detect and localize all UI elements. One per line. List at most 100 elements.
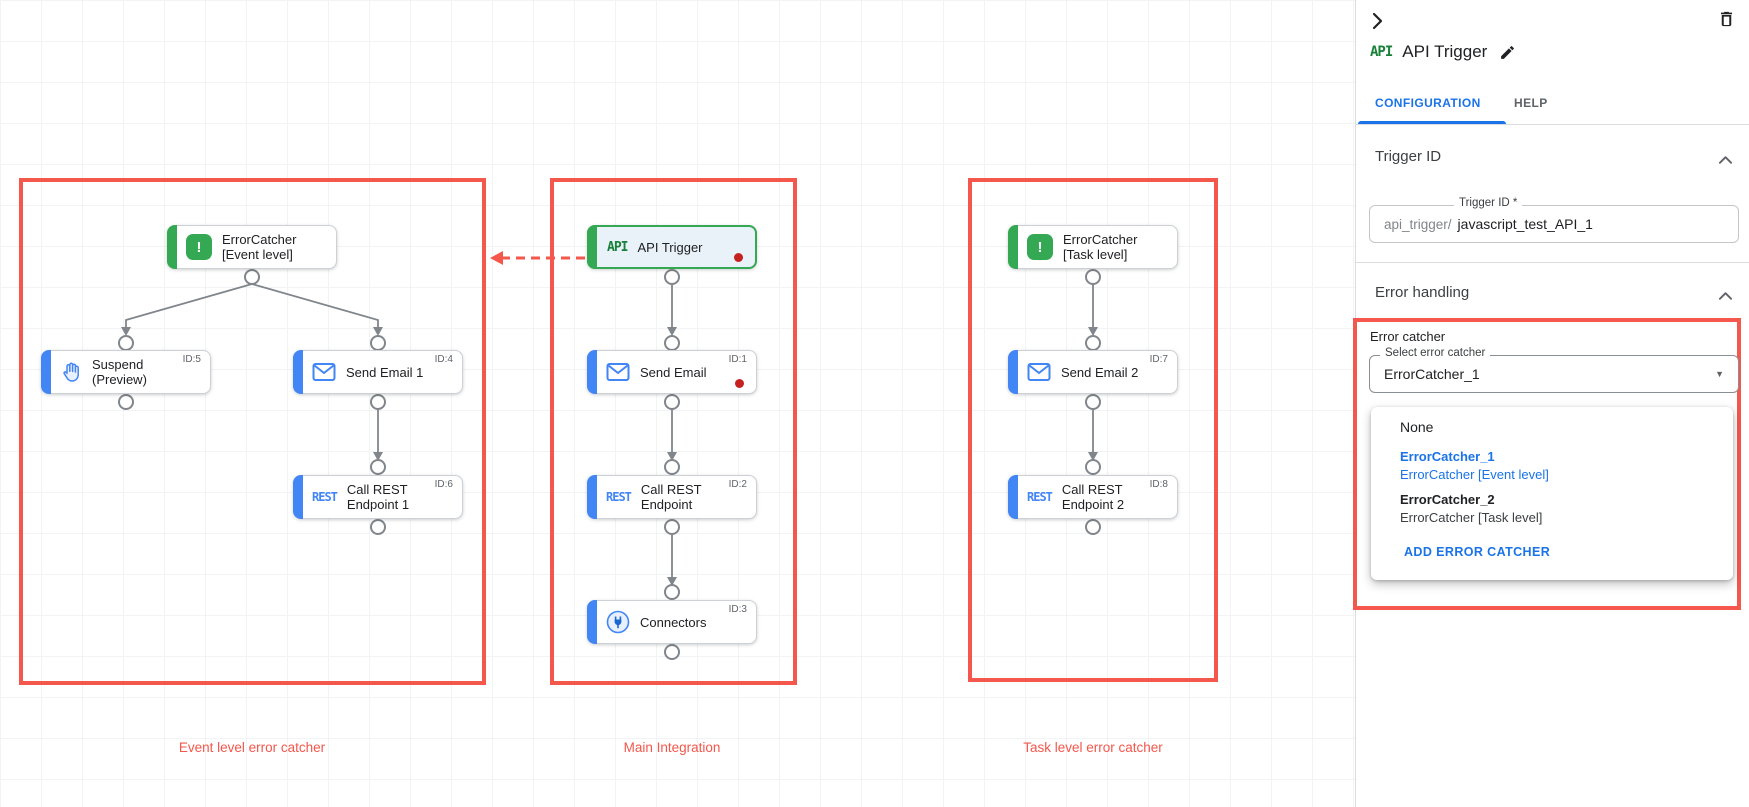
task-level-group-outline — [968, 178, 1218, 682]
dropdown-option-errorcatcher-1[interactable]: ErrorCatcher_1 — [1400, 449, 1495, 464]
dropdown-arrow-icon[interactable]: ▼ — [1715, 369, 1724, 379]
connectors-icon — [606, 610, 630, 634]
node-title: API Trigger — [637, 239, 703, 255]
dropdown-option-errorcatcher-2[interactable]: ErrorCatcher_2 — [1400, 492, 1495, 507]
panel-title: API Trigger — [1402, 42, 1488, 61]
region-label-task-level: Task level error catcher — [1023, 740, 1163, 755]
add-error-catcher-button[interactable]: ADD ERROR CATCHER — [1404, 545, 1551, 559]
node-title: Send Email 1 — [346, 364, 424, 380]
node-send-email[interactable]: Send Email ID:1 — [587, 350, 757, 394]
collapse-section-trigger-id[interactable] — [1718, 152, 1733, 170]
node-accent-bar — [587, 475, 597, 519]
email-icon — [1027, 362, 1051, 382]
node-title: Send Email — [640, 364, 707, 380]
node-title: Send Email 2 — [1061, 364, 1139, 380]
rest-icon: REST — [312, 490, 338, 504]
delete-trigger-button[interactable] — [1715, 8, 1737, 30]
email-icon — [312, 362, 336, 382]
node-send-email-2[interactable]: Send Email 2 ID:7 — [1008, 350, 1178, 394]
trigger-id-field[interactable]: Trigger ID * api_trigger/ javascript_tes… — [1369, 197, 1739, 243]
node-errorcatcher-event-level[interactable]: ! ErrorCatcher[Event level] — [167, 225, 337, 269]
trigger-id-prefix: api_trigger/ — [1384, 216, 1452, 232]
node-accent-bar — [41, 350, 51, 394]
api-trigger-icon: API — [1370, 44, 1393, 60]
node-accent-bar — [1008, 225, 1018, 269]
chevron-right-icon — [1372, 12, 1383, 30]
trigger-id-value[interactable]: javascript_test_API_1 — [1457, 216, 1593, 232]
node-accent-bar — [587, 600, 597, 644]
api-icon: API — [607, 239, 629, 255]
error-catcher-label: Error catcher — [1370, 329, 1446, 344]
active-tab-underline — [1358, 121, 1506, 124]
event-level-group-outline — [19, 178, 486, 685]
dropdown-option-errorcatcher-2-desc[interactable]: ErrorCatcher [Task level] — [1400, 510, 1543, 525]
error-link-arrow — [490, 251, 585, 265]
section-divider — [1356, 262, 1749, 263]
node-title: Connectors — [640, 614, 707, 630]
rest-icon: REST — [606, 490, 632, 504]
collapse-section-error-handling[interactable] — [1718, 288, 1733, 306]
hand-icon — [60, 361, 82, 383]
error-catcher-highlight-outline — [1353, 318, 1741, 610]
trigger-id-field-label: Trigger ID * — [1454, 197, 1523, 209]
node-accent-bar — [587, 225, 597, 269]
node-accent-bar — [587, 350, 597, 394]
region-label-main-integration: Main Integration — [623, 740, 721, 755]
node-title: Suspend(Preview) — [92, 357, 147, 387]
error-catcher-icon: ! — [186, 234, 212, 260]
error-catcher-dropdown: None ErrorCatcher_1 ErrorCatcher [Event … — [1371, 407, 1733, 580]
node-id-badge: ID:2 — [728, 479, 747, 490]
dropdown-option-errorcatcher-1-desc[interactable]: ErrorCatcher [Event level] — [1400, 467, 1549, 482]
node-id-badge: ID:4 — [434, 354, 453, 365]
node-accent-bar — [167, 225, 177, 269]
node-id-badge: ID:1 — [728, 354, 747, 365]
email-icon — [606, 362, 630, 382]
select-label: Select error catcher — [1380, 347, 1491, 359]
tab-help[interactable]: HELP — [1514, 96, 1548, 110]
node-suspend-preview[interactable]: Suspend(Preview) ID:5 — [41, 350, 211, 394]
node-accent-bar — [293, 350, 303, 394]
node-id-badge: ID:6 — [434, 479, 453, 490]
node-connectors[interactable]: Connectors ID:3 — [587, 600, 757, 644]
node-accent-bar — [293, 475, 303, 519]
tabs-divider — [1356, 124, 1749, 125]
panel-tabs: CONFIGURATION HELP — [1356, 86, 1749, 125]
node-title: ErrorCatcher[Task level] — [1063, 232, 1138, 262]
integration-canvas[interactable]: ! ErrorCatcher[Event level] Suspend(Prev… — [0, 0, 1355, 807]
region-label-event-level: Event level error catcher — [178, 740, 326, 755]
rest-icon: REST — [1027, 490, 1053, 504]
section-heading-error-handling: Error handling — [1375, 284, 1470, 301]
chevron-up-icon — [1718, 156, 1733, 164]
error-dot — [734, 253, 743, 262]
section-heading-trigger-id: Trigger ID — [1375, 148, 1442, 165]
tab-configuration[interactable]: CONFIGURATION — [1375, 96, 1481, 110]
pencil-icon — [1500, 45, 1514, 59]
error-catcher-icon: ! — [1027, 234, 1053, 260]
node-accent-bar — [1008, 475, 1018, 519]
node-api-trigger[interactable]: API API Trigger — [587, 225, 757, 269]
collapse-panel-button[interactable] — [1366, 10, 1388, 32]
edit-title-button[interactable] — [1497, 42, 1517, 62]
trash-icon — [1720, 11, 1732, 27]
node-id-badge: ID:8 — [1149, 479, 1168, 490]
error-catcher-select[interactable]: Select error catcher ErrorCatcher_1 ▼ — [1369, 347, 1739, 393]
dropdown-option-none[interactable]: None — [1400, 419, 1434, 435]
node-send-email-1[interactable]: Send Email 1 ID:4 — [293, 350, 463, 394]
panel-header: API API Trigger — [1370, 42, 1517, 62]
error-dot — [735, 379, 744, 388]
chevron-up-icon — [1718, 292, 1733, 300]
node-id-badge: ID:5 — [182, 354, 201, 365]
node-id-badge: ID:3 — [728, 604, 747, 615]
config-panel: API API Trigger CONFIGURATION HELP Trigg… — [1353, 0, 1749, 807]
select-value: ErrorCatcher_1 — [1384, 366, 1480, 382]
node-id-badge: ID:7 — [1149, 354, 1168, 365]
main-integration-group-outline — [550, 178, 797, 685]
node-errorcatcher-task-level[interactable]: ! ErrorCatcher[Task level] — [1008, 225, 1178, 269]
